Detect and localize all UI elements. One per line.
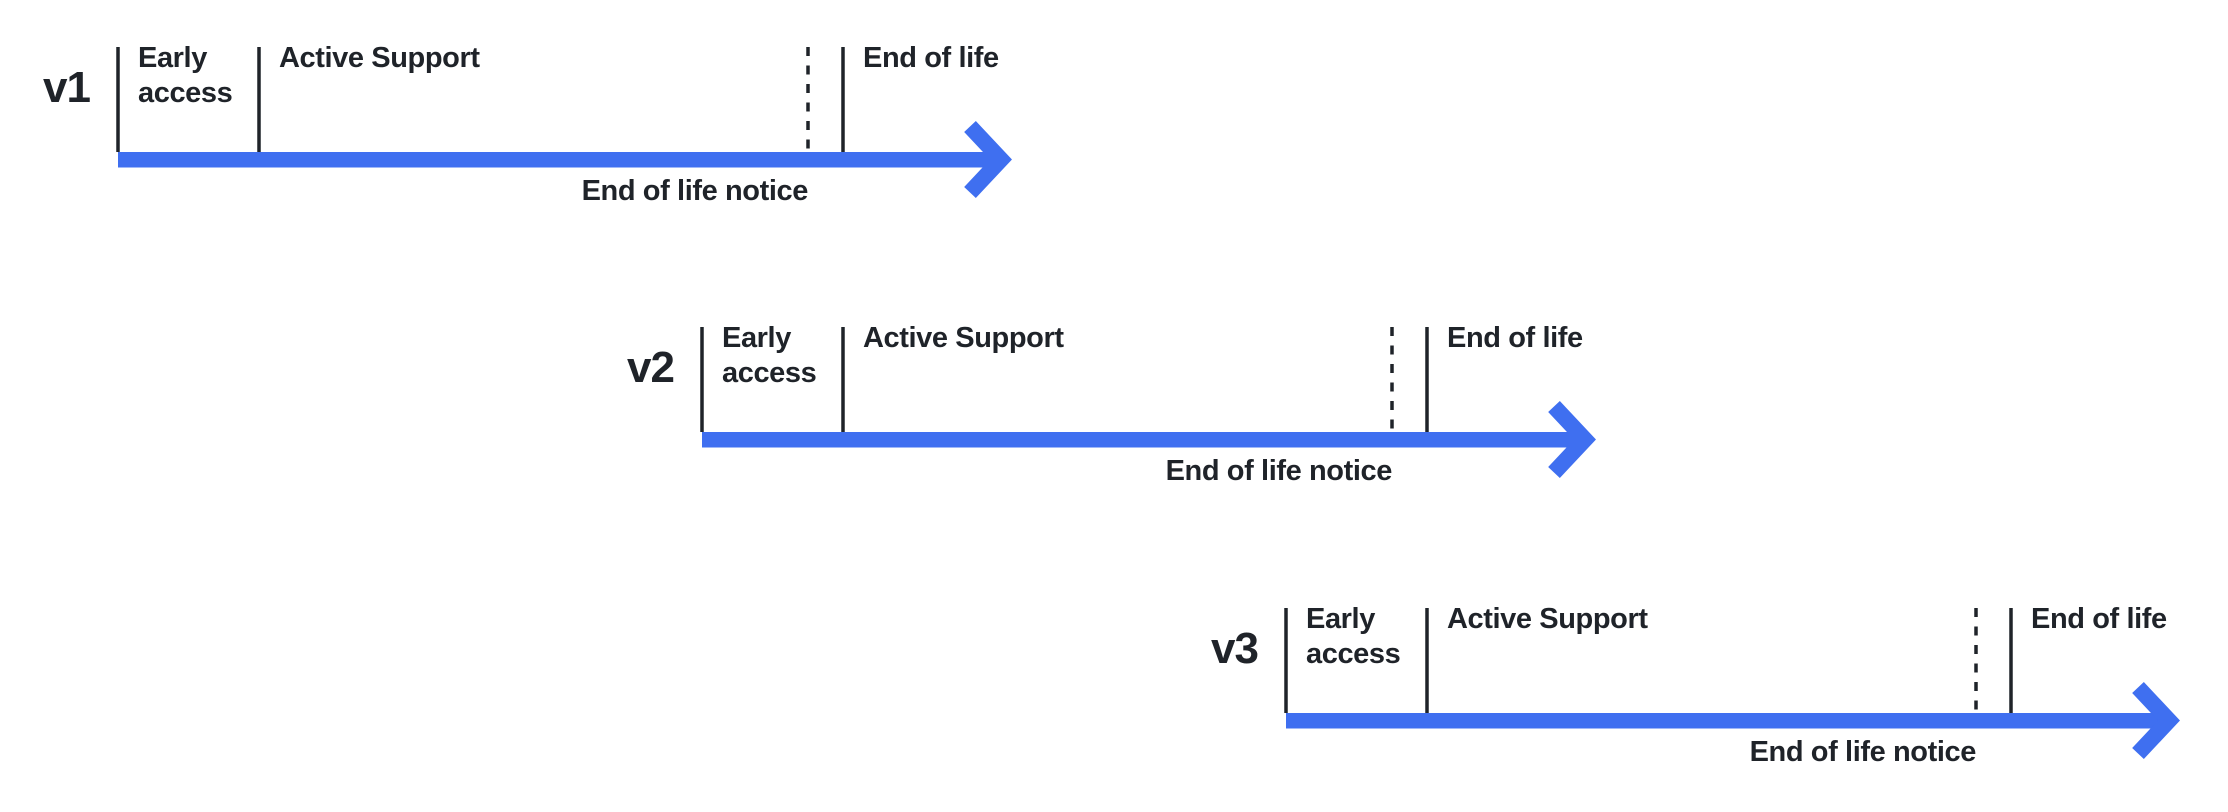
timeline-graphic <box>700 327 1596 478</box>
version-label: v3 <box>1211 624 1259 673</box>
arrowhead-icon <box>1548 401 1596 478</box>
phase-early-access: Early access <box>722 322 817 389</box>
phase-end-of-life: End of life <box>1447 322 1583 354</box>
version-label: v2 <box>627 343 675 392</box>
timeline-row-v3: v3 Early access Active Support End of li… <box>1166 603 2206 786</box>
arrowhead-icon <box>964 121 1012 198</box>
end-of-life-notice-label: End of life notice <box>581 175 809 207</box>
arrowhead-icon <box>2132 682 2180 759</box>
end-of-life-notice-label: End of life notice <box>1165 455 1393 487</box>
timeline-bar <box>702 432 1579 448</box>
phase-active-support: Active Support <box>279 42 480 74</box>
phase-early-access: Early access <box>1306 603 1401 670</box>
phase-early-access: Early access <box>138 42 233 109</box>
phase-active-support: Active Support <box>1447 603 1648 635</box>
timeline-graphic <box>116 47 1012 198</box>
timeline-row-v2: v2 Early access Active Support End of li… <box>582 322 1622 505</box>
timeline-graphic <box>1284 608 2180 759</box>
timeline-bar <box>118 152 995 168</box>
phase-active-support: Active Support <box>863 322 1064 354</box>
end-of-life-notice-label: End of life notice <box>1749 736 1977 768</box>
version-label: v1 <box>43 63 91 112</box>
phase-end-of-life: End of life <box>2031 603 2167 635</box>
phase-end-of-life: End of life <box>863 42 999 74</box>
timeline-row-v1: v1 Early access Active Support End of li… <box>0 42 1038 225</box>
timeline-bar <box>1286 713 2163 729</box>
